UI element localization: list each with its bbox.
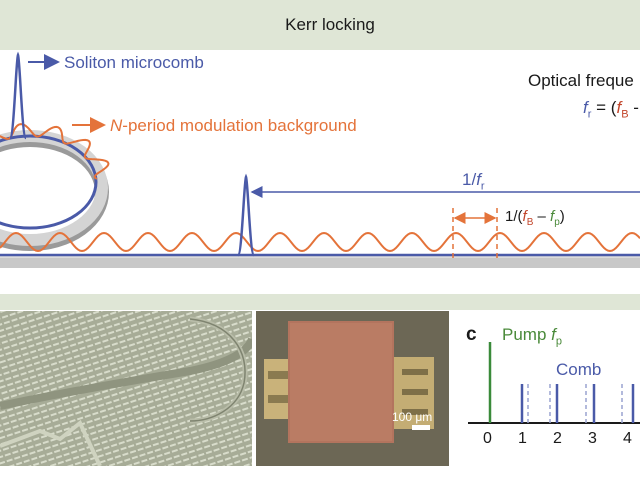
period-one: 1/	[462, 170, 477, 189]
microring-resonator	[0, 130, 109, 251]
eq-fr: f	[583, 98, 588, 117]
scale-bar	[412, 425, 430, 430]
modulation-rest: -period modulation background	[122, 116, 357, 135]
eq-fr-sub: r	[587, 108, 592, 121]
beat-close: )	[559, 208, 565, 225]
period-sub: r	[480, 180, 485, 193]
panel-c-letter: c	[466, 324, 477, 345]
soliton-pulse-bus	[236, 173, 256, 257]
modulation-background-wave	[0, 231, 640, 253]
optical-frequency-label: Optical freque	[528, 71, 634, 90]
eq-mid: = (	[591, 98, 617, 117]
eq-tail: -	[628, 98, 639, 117]
beat-fb: f	[522, 208, 527, 225]
panel-title: Kerr locking	[285, 15, 375, 34]
pump-text: Pump	[502, 325, 552, 344]
tick-2: 2	[553, 430, 562, 447]
period-f: f	[476, 170, 481, 189]
eq-fb: f	[616, 98, 622, 117]
tick-3: 3	[588, 430, 597, 447]
beat-period-label: 1/(fB – fp)	[505, 209, 565, 228]
section-divider-bar	[0, 294, 640, 310]
repetition-period-label: 1/fr	[462, 171, 485, 192]
repetition-rate-equation: fr = (fB -	[583, 99, 639, 120]
modulation-n: N	[110, 116, 123, 135]
spectrum-plot	[468, 342, 640, 424]
beat-fp-sub: p	[554, 217, 560, 228]
modulation-background-label: N-period modulation background	[110, 117, 357, 134]
comb-label: Comb	[556, 360, 602, 379]
header-bar	[0, 0, 640, 50]
tick-1: 1	[518, 430, 527, 447]
pump-sub: p	[555, 335, 562, 348]
device-micrograph	[0, 311, 252, 466]
pump-f: f	[551, 325, 556, 344]
scale-bar-label: 100 μm	[392, 410, 433, 424]
beat-dash: –	[533, 208, 551, 225]
tick-4: 4	[623, 430, 632, 447]
beat-fb-sub: B	[526, 217, 534, 228]
beat-fp: f	[550, 208, 555, 225]
micrograph-pattern	[0, 311, 252, 466]
tick-0: 0	[483, 430, 492, 447]
soliton-microcomb-label: Soliton microcomb	[64, 53, 204, 72]
pump-label: Pump fp	[502, 326, 562, 347]
chip-micrograph	[256, 311, 449, 466]
ring-modulation-wave	[0, 123, 110, 180]
eq-fb-sub: B	[621, 108, 629, 121]
beat-prefix: 1/(	[505, 208, 523, 225]
soliton-pulse-ring	[8, 51, 28, 140]
chip-pattern	[256, 311, 449, 466]
